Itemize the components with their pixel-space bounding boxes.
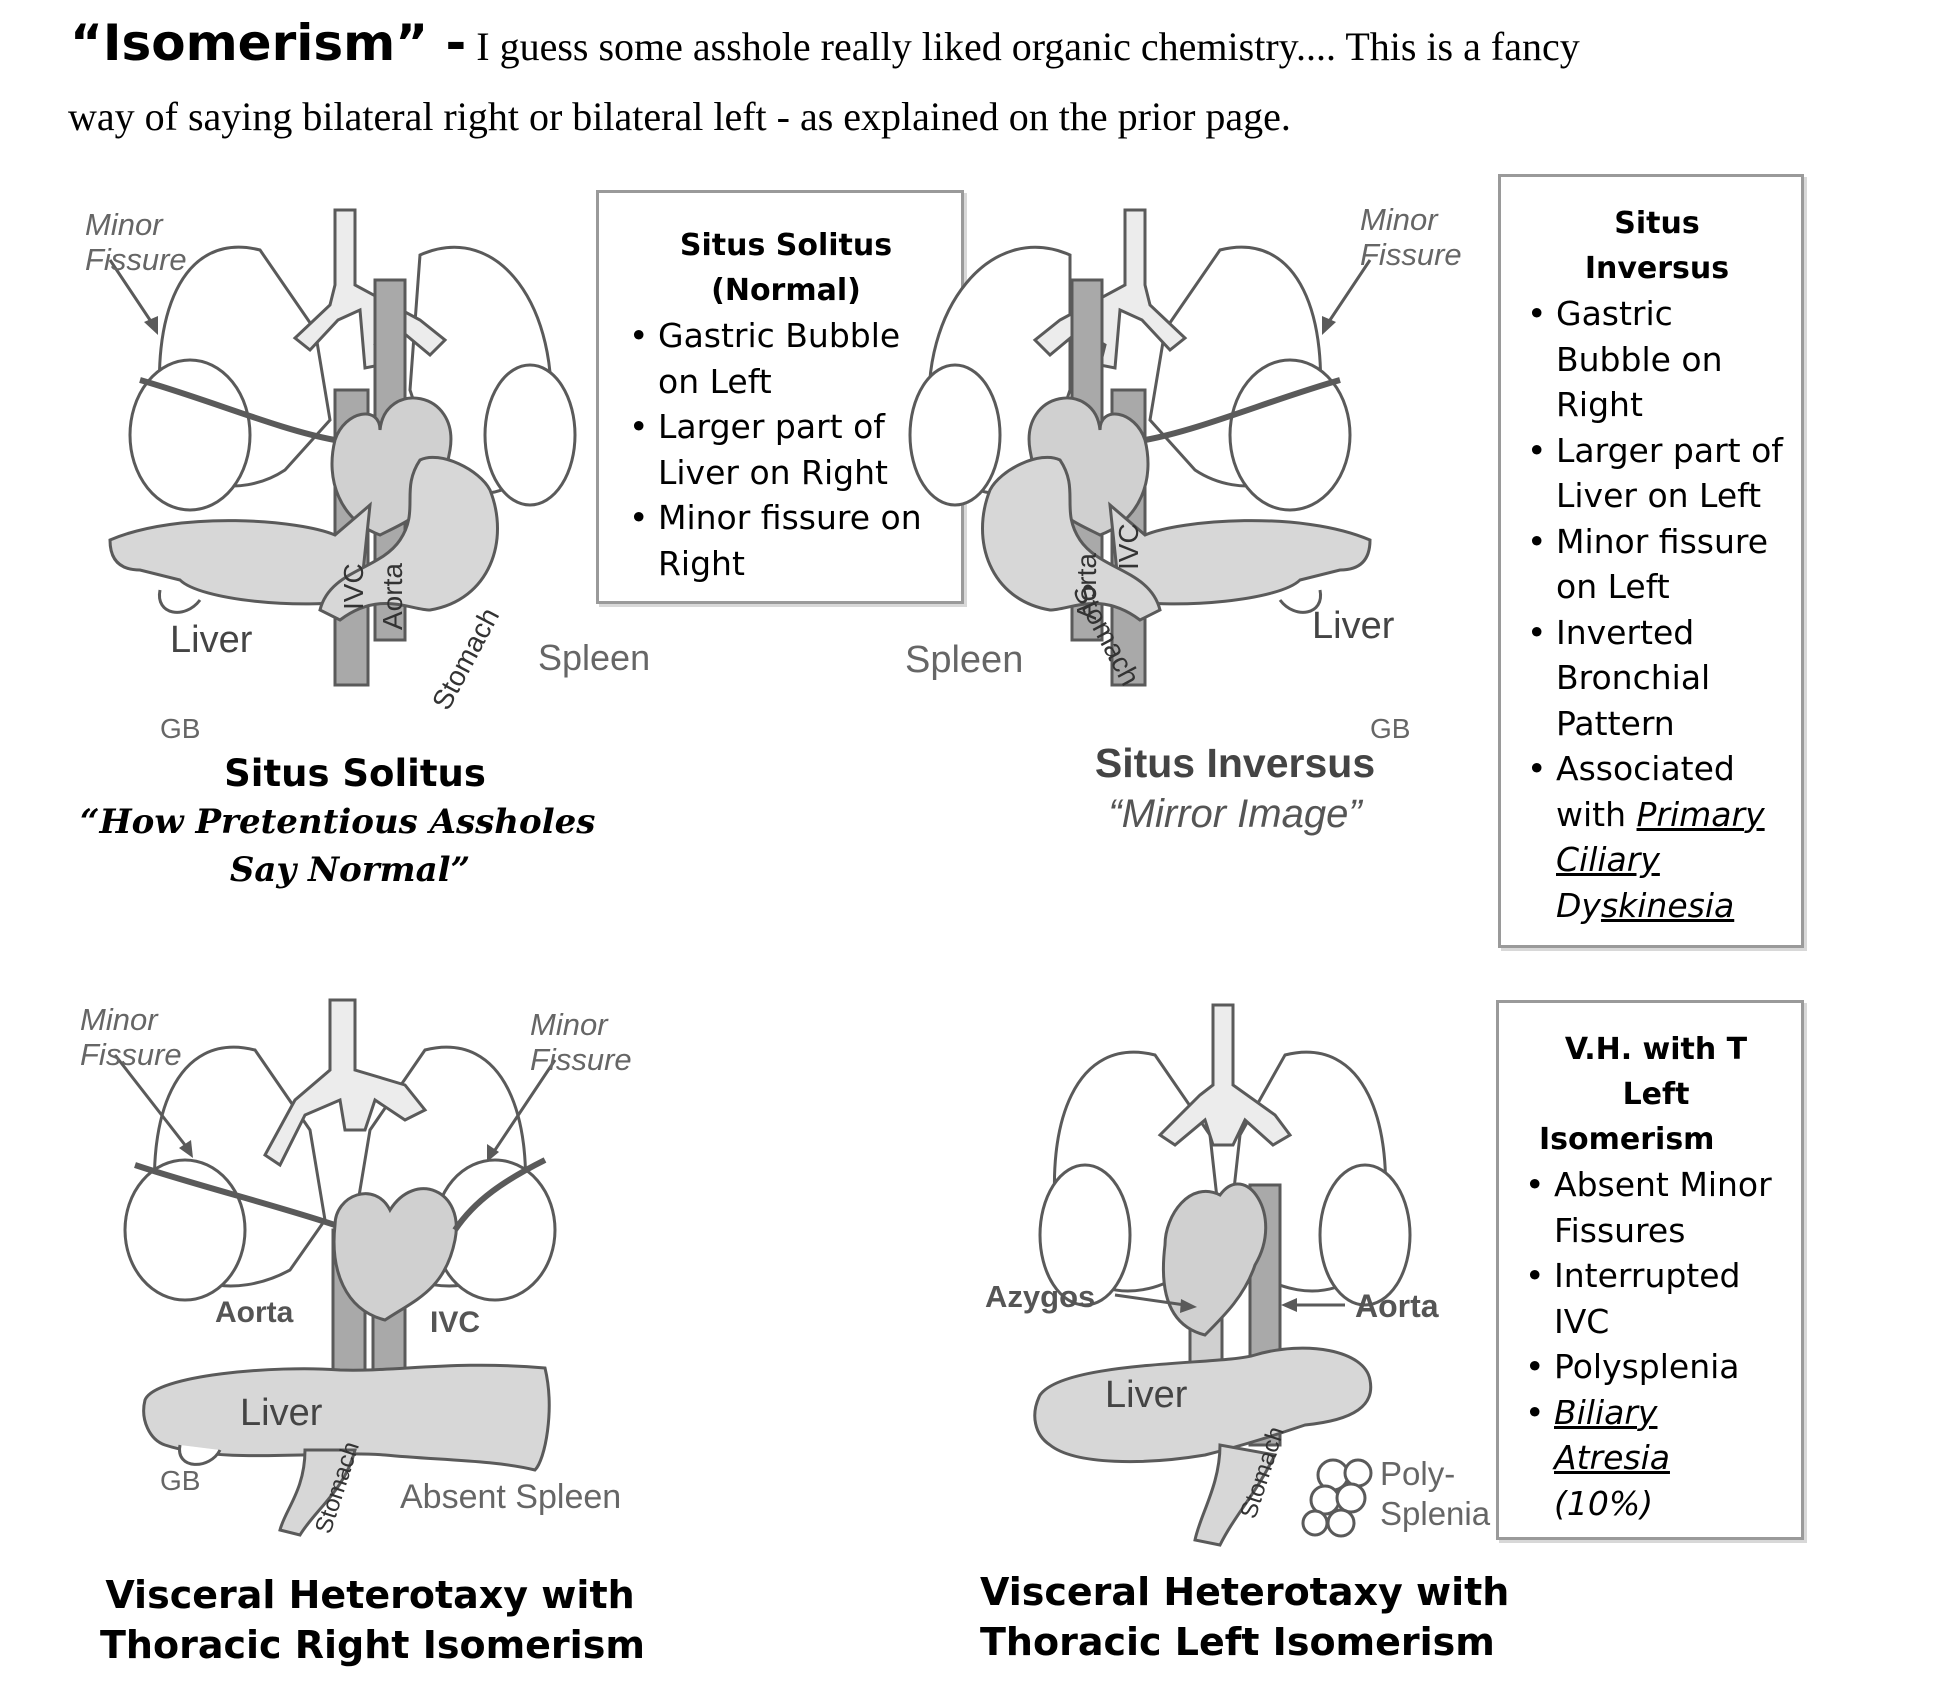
minor-fissure-label-1: Minor [80,1002,159,1037]
minor-fissure-line [1144,377,1341,443]
ivc-label: IVC [338,563,369,610]
ciliary-link[interactable]: Ciliary [1556,840,1660,879]
left-isomerism-caption-1: Visceral Heterotaxy with [980,1570,1510,1614]
left-isomerism-caption-2: Thoracic Left Isomerism [980,1620,1495,1664]
situs-inversus-subcaption: “Mirror Image” [1108,792,1362,836]
header-text: I guess some asshole really liked organi… [466,24,1580,69]
box-title-2: Left [1622,1077,1690,1112]
right-isomerism-caption-1: Visceral Heterotaxy with [105,1573,635,1617]
minor-fissure-label-1: Minor [1360,202,1439,237]
situs-solitus-subcaption-1: “How Pretentious Assholes [80,802,596,842]
situs-solitus-caption: Situs Solitus [224,752,486,795]
situs-inversus-caption: Situs Inversus [1094,740,1376,786]
liver-label: Liver [170,619,253,661]
liver-label: Liver [1312,605,1395,647]
aorta-label: Aorta [377,563,408,630]
stomach [981,455,1162,622]
situs-solitus-diagram: Minor Fissure Liver GB Spleen IVC Aorta … [85,207,650,744]
left-isomerism-box: V.H. with T Left Isomerism Absent MinorF… [1496,1000,1804,1540]
heart [332,1187,458,1322]
gb-label: GB [1370,713,1410,744]
polysplenia [1301,1458,1373,1538]
stomach-label: Stomach [426,603,505,715]
ivc-label: IVC [1113,523,1144,570]
gallbladder [1278,589,1322,614]
aorta-label: Aorta [1355,1288,1439,1324]
absent-spleen-label: Absent Spleen [400,1478,621,1516]
right-isomerism-caption-2: Thoracic Right Isomerism [100,1623,645,1667]
box-title-2: Inversus [1584,251,1730,286]
header-line-2: way of saying bilateral right or bilater… [68,94,1291,139]
biliary-link[interactable]: Biliary [1554,1392,1658,1432]
right-lung [128,245,332,512]
minor-fissure-label-2: Fissure [85,242,187,277]
spleen-label: Spleen [538,637,650,678]
liver-label: Liver [240,1392,323,1434]
minor-fissure-line [139,377,336,443]
minor-fissure-label-2: Fissure [1360,237,1462,272]
gallbladder [158,589,202,614]
list-item: Polysplenia [1517,1344,1795,1390]
box-title-3: Isomerism [1539,1122,1715,1157]
poly-label-1: Poly- [1380,1455,1455,1492]
azygos-label: Azygos [985,1279,1095,1314]
situs-solitus-subcaption-2: Say Normal” [229,850,471,890]
spleen-label: Spleen [905,639,1023,681]
ivc-label: IVC [430,1306,480,1339]
header-line-1: “Isomerism” - I guess some asshole reall… [70,12,1580,78]
situs-inversus-diagram: Minor Fissure Liver GB Spleen Aorta IVC … [905,202,1462,744]
gb-label: GB [160,1465,200,1496]
primary-link[interactable]: Primary [1636,794,1765,834]
minor-fissure-label-4: Fissure [530,1042,632,1077]
box-title-1: V.H. with T [1564,1032,1748,1067]
liver-label: Liver [1105,1374,1188,1416]
liver [1033,1346,1373,1464]
box-title-1: Situs [1614,206,1700,241]
poly-label-2: Splenia [1380,1495,1491,1532]
dyskinesia-link[interactable]: skinesia [1600,885,1735,925]
gb-label: GB [160,713,200,744]
box-title-1: Situs Solitus [679,228,893,263]
atresia-link[interactable]: Atresia [1554,1438,1670,1477]
left-isomerism-diagram: Azygos Aorta Liver Poly- Splenia Stomach [985,1003,1491,1547]
minor-fissure-label-3: Minor [530,1007,609,1042]
header-lead: “Isomerism” - [70,14,467,72]
aorta-label: Aorta [215,1296,294,1329]
right-isomerism-diagram: Minor Fissure Minor Fissure Aorta IVC Li… [80,998,632,1537]
minor-fissure-label-2: Fissure [80,1037,182,1072]
box-title-2: (Normal) [711,273,861,308]
minor-fissure-label-1: Minor [85,207,164,242]
heart [1161,1182,1268,1337]
aorta-label: Aorta [1071,553,1102,620]
stomach [318,455,499,622]
